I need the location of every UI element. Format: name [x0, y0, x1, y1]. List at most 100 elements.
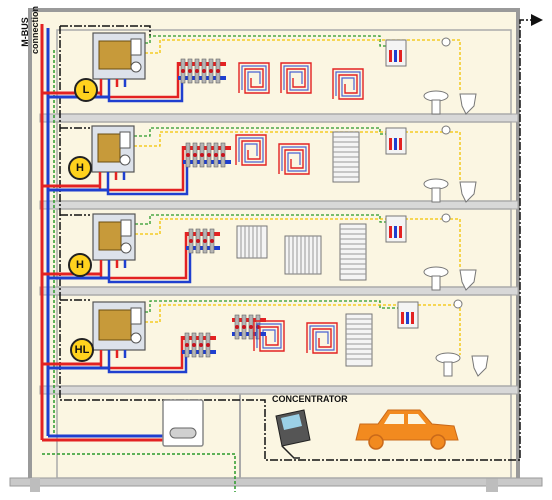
manifold-valve-cap [196, 239, 200, 243]
washbasin-pedestal [443, 361, 453, 377]
radiator-frame [284, 235, 322, 275]
floor-badge-1: HL [70, 338, 94, 362]
heat-interface-unit-3 [91, 125, 135, 180]
manifold-valve-cap [206, 343, 210, 347]
floors-equipment [42, 32, 489, 377]
water-valve [394, 138, 397, 150]
water-valve [394, 226, 397, 238]
manifold-valve-cap [203, 239, 207, 243]
car-icon [355, 409, 459, 450]
water-valve [399, 226, 402, 238]
unit-pump [120, 242, 132, 254]
floor-badge-2: H [68, 253, 92, 277]
manifold-b-1 [232, 314, 266, 340]
boiler-body [162, 399, 204, 447]
floor-slab-4 [39, 385, 519, 395]
manifold-valve-cap [216, 69, 220, 73]
water-link-2 [135, 218, 461, 269]
water-link-1 [145, 304, 461, 355]
washbasin-pedestal [431, 187, 441, 203]
manifold-valve-cap [186, 153, 190, 157]
car-body [355, 409, 459, 441]
mbus-label-line2: connection [30, 5, 40, 54]
water-valve [411, 312, 414, 324]
floor-heating-loop-return-4-0 [241, 65, 267, 91]
manifold-valve-cap [181, 69, 185, 73]
concentrator-cable [281, 445, 300, 459]
boiler-panel [169, 427, 197, 439]
floor-heating-loop-3-1 [278, 143, 310, 175]
mbus-connection-label: M-BUS connection [20, 5, 40, 54]
data-line-out [42, 453, 236, 492]
toilet [471, 355, 489, 377]
manifold-valve-cap [199, 343, 203, 347]
radiator-frame [345, 313, 373, 367]
manifold-a-4 [178, 58, 226, 84]
floor-heating-loop-1-1 [306, 322, 338, 354]
towel-rail-2-2 [339, 223, 367, 281]
unit-meter [120, 219, 132, 237]
unit-meter [119, 131, 131, 149]
data-link-2 [135, 214, 386, 225]
manifold-valve-cap [221, 153, 225, 157]
boiler [162, 399, 204, 447]
manifold-valve-cap [214, 153, 218, 157]
radiator-2-1 [284, 235, 322, 275]
towel-rail-1-0 [345, 313, 373, 367]
manifold-valve-cap [249, 325, 253, 329]
unit-pump [130, 61, 142, 73]
concentrator-label: CONCENTRATOR [272, 394, 348, 404]
data-link-3 [134, 127, 386, 137]
manifold-valve-cap [185, 343, 189, 347]
floor-heating-loop-4-1 [280, 62, 312, 94]
manifold-valve-cap [235, 325, 239, 329]
floor-slab-2 [39, 200, 519, 210]
shower-head [441, 213, 451, 223]
heat-interface-unit-2 [92, 213, 136, 268]
toilet [459, 93, 477, 115]
floor-4 [42, 32, 477, 115]
manifold-valve-cap [202, 69, 206, 73]
radiator-frame [236, 225, 268, 259]
mbus-main-line [59, 14, 543, 461]
shower-head [453, 299, 463, 309]
mbus-top-branch [60, 25, 151, 36]
floor-return-pipe [107, 248, 192, 284]
washbasin-pedestal [431, 275, 441, 291]
floor-heating-loop-1-0 [253, 320, 285, 352]
unit-pump [119, 154, 131, 166]
water-link-3 [134, 131, 461, 182]
manifold-valve-cap [195, 69, 199, 73]
data-link-4 [145, 35, 386, 47]
car-window-back [408, 414, 426, 424]
manifold-valve-cap [193, 153, 197, 157]
unit-heat-exchanger [98, 309, 132, 341]
heat-interface-unit-1 [92, 301, 146, 358]
manifold-valve-cap [189, 239, 193, 243]
floor-badge-4: L [74, 78, 98, 102]
manifold-a-2 [186, 228, 220, 254]
floor-heating-loop-return-1-0 [256, 323, 282, 349]
floor-3 [42, 125, 477, 203]
unit-heat-exchanger [97, 133, 121, 163]
floor-return-pipe [106, 162, 189, 196]
water-valve [394, 50, 397, 62]
water-valve [389, 226, 392, 238]
bathroom-3 [385, 125, 477, 203]
towel-rail-3-0 [332, 131, 360, 183]
unit-meter [130, 307, 142, 325]
ground-slab [9, 477, 543, 487]
data-link-1 [145, 300, 398, 313]
mbus-line [59, 14, 543, 461]
car-window-front [384, 414, 404, 424]
manifold-valve-cap [207, 153, 211, 157]
manifold-valve-cap [192, 343, 196, 347]
floor-return-pipe [107, 352, 188, 374]
floor-1 [42, 299, 489, 377]
unit-meter [130, 38, 142, 56]
unit-heat-exchanger [98, 221, 122, 251]
floor-heating-loop-4-0 [238, 62, 270, 94]
water-valve [399, 138, 402, 150]
concentrator-device [275, 409, 311, 459]
